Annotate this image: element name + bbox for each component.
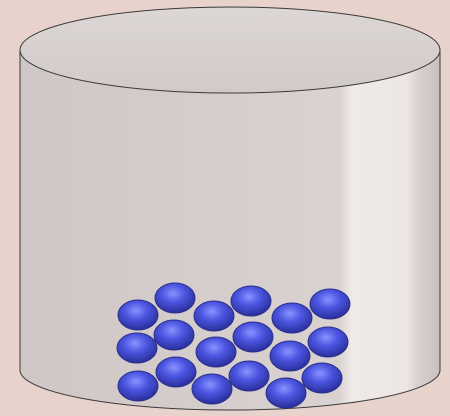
particle: [308, 327, 348, 357]
particle: [156, 357, 196, 387]
particle: [154, 320, 194, 350]
particle: [233, 322, 273, 352]
particle: [155, 283, 195, 313]
particle: [117, 333, 157, 363]
particle: [118, 300, 158, 330]
particle: [229, 361, 269, 391]
particle: [118, 371, 158, 401]
cylinder-top-opening: [20, 7, 440, 93]
particle: [310, 289, 350, 319]
particle: [192, 374, 232, 404]
particle: [266, 378, 306, 408]
particle: [272, 303, 312, 333]
particle: [302, 363, 342, 393]
particle: [270, 341, 310, 371]
particle: [194, 301, 234, 331]
particle: [196, 337, 236, 367]
particle: [231, 286, 271, 316]
